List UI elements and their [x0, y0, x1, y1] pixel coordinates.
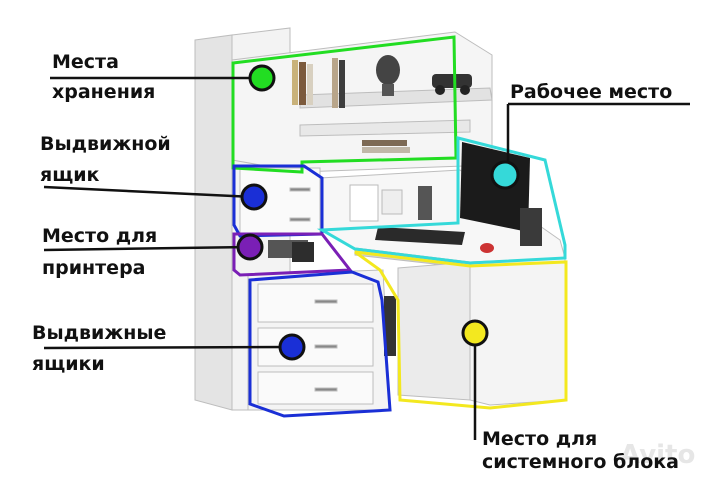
system-unit-zone-outline — [354, 250, 568, 410]
drawers-marker-icon — [278, 333, 306, 361]
books-icon — [292, 58, 410, 153]
workplace-marker-icon — [490, 160, 520, 190]
drawer-marker-icon — [240, 183, 268, 211]
system-unit-label: Место для — [482, 427, 597, 451]
system-unit-marker-icon — [461, 319, 489, 347]
printer-zone-outline — [232, 232, 353, 277]
drawers-label-line2: ящики — [32, 353, 105, 375]
system-unit-label-line1: Место для — [482, 428, 598, 450]
drawer-label-line1: Выдвижной — [40, 133, 171, 155]
printer-label-line2: принтера — [42, 257, 146, 279]
printer-label-line1: Место для — [42, 225, 158, 247]
storage-marker-icon — [248, 64, 276, 92]
leader-lines — [43, 76, 690, 440]
avito-watermark: Avito — [620, 440, 696, 470]
drawer-label: Выдвижной — [40, 132, 171, 156]
drawers-zone-outline — [248, 270, 392, 418]
system-unit-label-2: системного блока — [482, 450, 679, 474]
storage-label-line2: хранения — [52, 81, 156, 103]
drawers-label: Выдвижные — [32, 321, 166, 345]
drawers-label-2: ящики — [32, 352, 105, 376]
drawer-label-2: ящик — [40, 163, 99, 187]
lamp-icon — [376, 55, 400, 96]
storage-label-2: хранения — [52, 80, 155, 104]
printer-label-2: принтера — [42, 256, 146, 280]
keyboard-icon — [375, 227, 494, 253]
system-unit-label-line2: системного блока — [482, 451, 679, 473]
desk-accessories — [268, 184, 432, 356]
storage-label-line1: Места — [52, 51, 119, 73]
printer-marker-icon — [236, 233, 264, 261]
workplace-zone-outline — [316, 136, 567, 265]
drawers-label-line1: Выдвижные — [32, 322, 167, 344]
drawer-label-line2: ящик — [40, 164, 100, 186]
car-model-icon — [432, 74, 472, 95]
storage-label: Места — [52, 50, 119, 74]
workplace-label: Рабочее место — [510, 81, 673, 103]
printer-label: Место для — [42, 224, 157, 248]
